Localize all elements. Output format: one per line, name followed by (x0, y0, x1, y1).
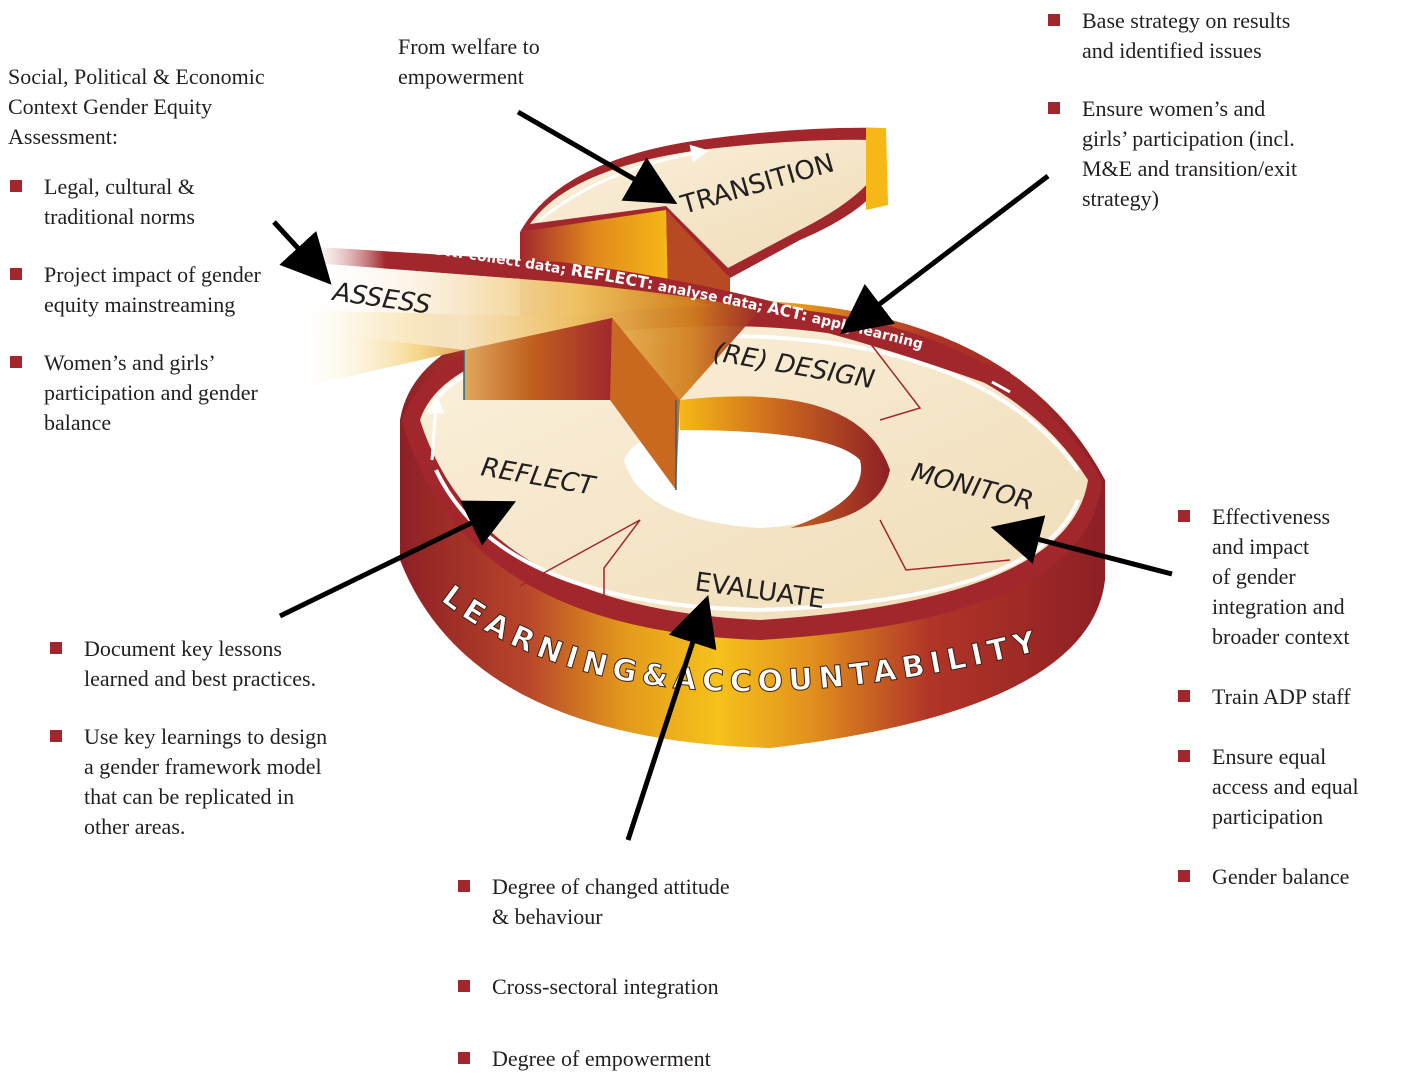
evaluate-notes: Degree of changed attitude& behaviour Cr… (456, 872, 816, 1074)
assess-arm (290, 246, 1011, 490)
monitor-note-item: Gender balance (1176, 862, 1401, 892)
context-heading: Social, Political & Economic Context Gen… (8, 64, 265, 149)
evaluate-note-item: Degree of empowerment (456, 1044, 816, 1074)
context-list: Legal, cultural &traditional norms Proje… (8, 172, 338, 438)
arrow-to-evaluate (625, 594, 717, 841)
context-item: Legal, cultural &traditional norms (8, 172, 338, 232)
evaluate-notes-list: Degree of changed attitude& behaviour Cr… (456, 872, 816, 1074)
arrow-to-monitor (990, 515, 1173, 577)
monitor-note-item: Train ADP staff (1176, 682, 1401, 712)
evaluate-note-item: Cross-sectoral integration (456, 972, 816, 1002)
arrow-to-redesign (840, 174, 1050, 335)
evaluate-note-item: Degree of changed attitude& behaviour (456, 872, 816, 932)
arrow-to-reflect (278, 500, 516, 619)
arrow-to-assess (272, 220, 332, 285)
arrow-to-transition (516, 109, 678, 205)
context-block: Social, Political & Economic Context Gen… (8, 62, 338, 438)
context-item: Women’s and girls’participation and gend… (8, 348, 338, 438)
